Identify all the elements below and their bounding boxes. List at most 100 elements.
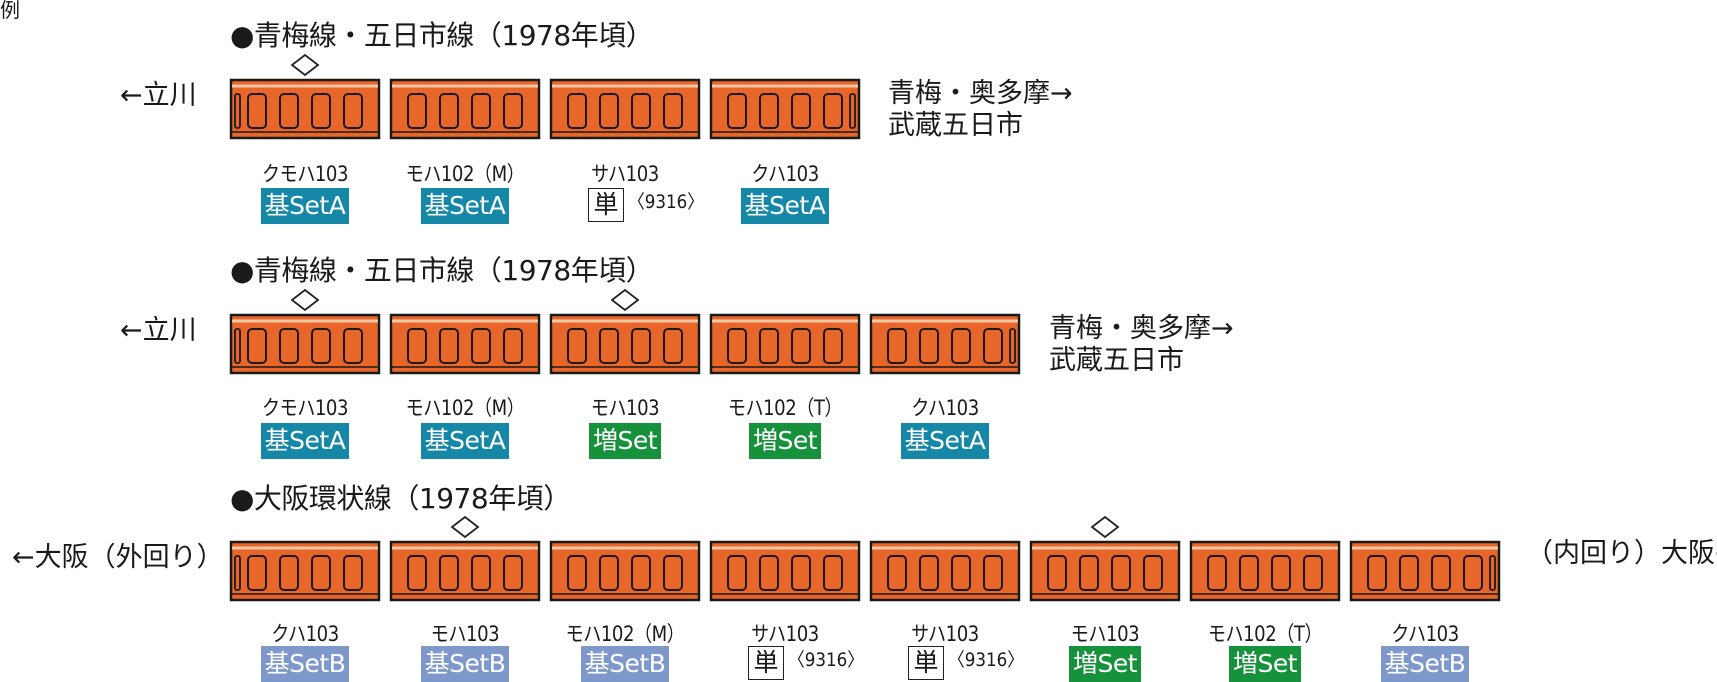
- train-car: [1029, 540, 1181, 602]
- direction-right: 青梅・奥多摩→武蔵五日市: [1049, 313, 1234, 377]
- car-body: [389, 540, 541, 602]
- formation-title: ●青梅線・五日市線（1978年頃）: [230, 254, 654, 287]
- product-number: 〈9316〉: [788, 648, 864, 671]
- window: [567, 555, 587, 591]
- window: [247, 328, 267, 364]
- car-body: [1349, 540, 1501, 602]
- train-car-graphic: [1029, 540, 1181, 602]
- car-model-label: クハ103: [1391, 622, 1459, 646]
- train-car-graphic: [1349, 540, 1501, 602]
- window: [1239, 555, 1259, 591]
- direction-right-line: 武蔵五日市: [1049, 345, 1184, 376]
- single-item-tag: 単〈9316〉: [588, 188, 714, 222]
- train-car: [549, 313, 701, 375]
- train-car: [709, 313, 861, 375]
- single-item-tag: 単〈9316〉: [908, 646, 1034, 680]
- window: [1399, 555, 1419, 591]
- window: [1303, 555, 1323, 591]
- window: [471, 328, 491, 364]
- train-car: [869, 540, 1021, 602]
- train-car-graphic: [229, 78, 381, 140]
- window: [439, 93, 459, 129]
- window: [759, 328, 779, 364]
- car-model-label: サハ103: [911, 622, 979, 646]
- train-car-graphic: [869, 540, 1021, 602]
- cab-window: [234, 93, 241, 129]
- pantograph-icon: [290, 53, 320, 77]
- car-model-label: クハ103: [911, 396, 979, 420]
- window: [311, 93, 331, 129]
- window: [1143, 555, 1163, 591]
- window: [727, 328, 747, 364]
- product-number: 〈9316〉: [948, 648, 1024, 671]
- train-car: [229, 313, 381, 375]
- window: [823, 328, 843, 364]
- car-model-label: モハ103: [590, 396, 660, 420]
- car-body: [709, 540, 861, 602]
- set-badge: 基SetB: [420, 646, 510, 682]
- cab-window: [234, 328, 241, 364]
- window: [759, 555, 779, 591]
- window: [471, 555, 491, 591]
- train-car-graphic: [549, 313, 701, 375]
- single-item-mark: 単: [908, 646, 944, 680]
- car-body: [549, 313, 701, 375]
- window: [311, 555, 331, 591]
- window: [567, 93, 587, 129]
- set-badge: 増Set: [1068, 646, 1142, 682]
- car-model-label: サハ103: [591, 162, 659, 186]
- window: [1367, 555, 1387, 591]
- car-model-label: モハ102（M）: [405, 162, 525, 186]
- direction-left: ←大阪（外回り）: [12, 542, 224, 573]
- cab-window: [849, 93, 856, 129]
- window: [663, 555, 683, 591]
- train-car-graphic: [229, 313, 381, 375]
- car-body: [709, 78, 861, 140]
- window: [631, 555, 651, 591]
- car-model-label: サハ103: [751, 622, 819, 646]
- window: [407, 93, 427, 129]
- window: [503, 328, 523, 364]
- window: [567, 328, 587, 364]
- window: [279, 93, 299, 129]
- window: [727, 93, 747, 129]
- direction-right-line: （内回り）大阪→: [1526, 538, 1717, 569]
- train-car-graphic: [549, 540, 701, 602]
- train-car: [709, 78, 861, 140]
- window: [823, 555, 843, 591]
- window: [439, 555, 459, 591]
- window: [311, 328, 331, 364]
- corner-mark: 例: [0, 0, 20, 22]
- window: [887, 555, 907, 591]
- direction-right: （内回り）大阪→: [1526, 538, 1717, 570]
- window: [1463, 555, 1483, 591]
- car-model-label: モハ102（M）: [565, 622, 685, 646]
- formation-title: ●青梅線・五日市線（1978年頃）: [230, 19, 654, 52]
- product-number: 〈9316〉: [628, 190, 704, 213]
- window: [1207, 555, 1227, 591]
- window: [791, 328, 811, 364]
- car-body: [869, 313, 1021, 375]
- train-car: [389, 78, 541, 140]
- set-badge: 基SetA: [420, 423, 510, 459]
- window: [407, 555, 427, 591]
- car-body: [389, 313, 541, 375]
- train-car: [229, 540, 381, 602]
- window: [727, 555, 747, 591]
- train-car: [869, 313, 1021, 375]
- set-badge: 基SetA: [260, 423, 350, 459]
- window: [407, 328, 427, 364]
- car-body: [549, 78, 701, 140]
- set-badge: 基SetA: [260, 188, 350, 224]
- window: [951, 555, 971, 591]
- window: [439, 328, 459, 364]
- pantograph-icon: [1090, 515, 1120, 539]
- cab-window: [1489, 555, 1496, 591]
- train-car-graphic: [709, 78, 861, 140]
- window: [343, 93, 363, 129]
- set-badge: 増Set: [1228, 646, 1302, 682]
- set-badge: 基SetA: [900, 423, 990, 459]
- train-car-graphic: [229, 540, 381, 602]
- window: [599, 328, 619, 364]
